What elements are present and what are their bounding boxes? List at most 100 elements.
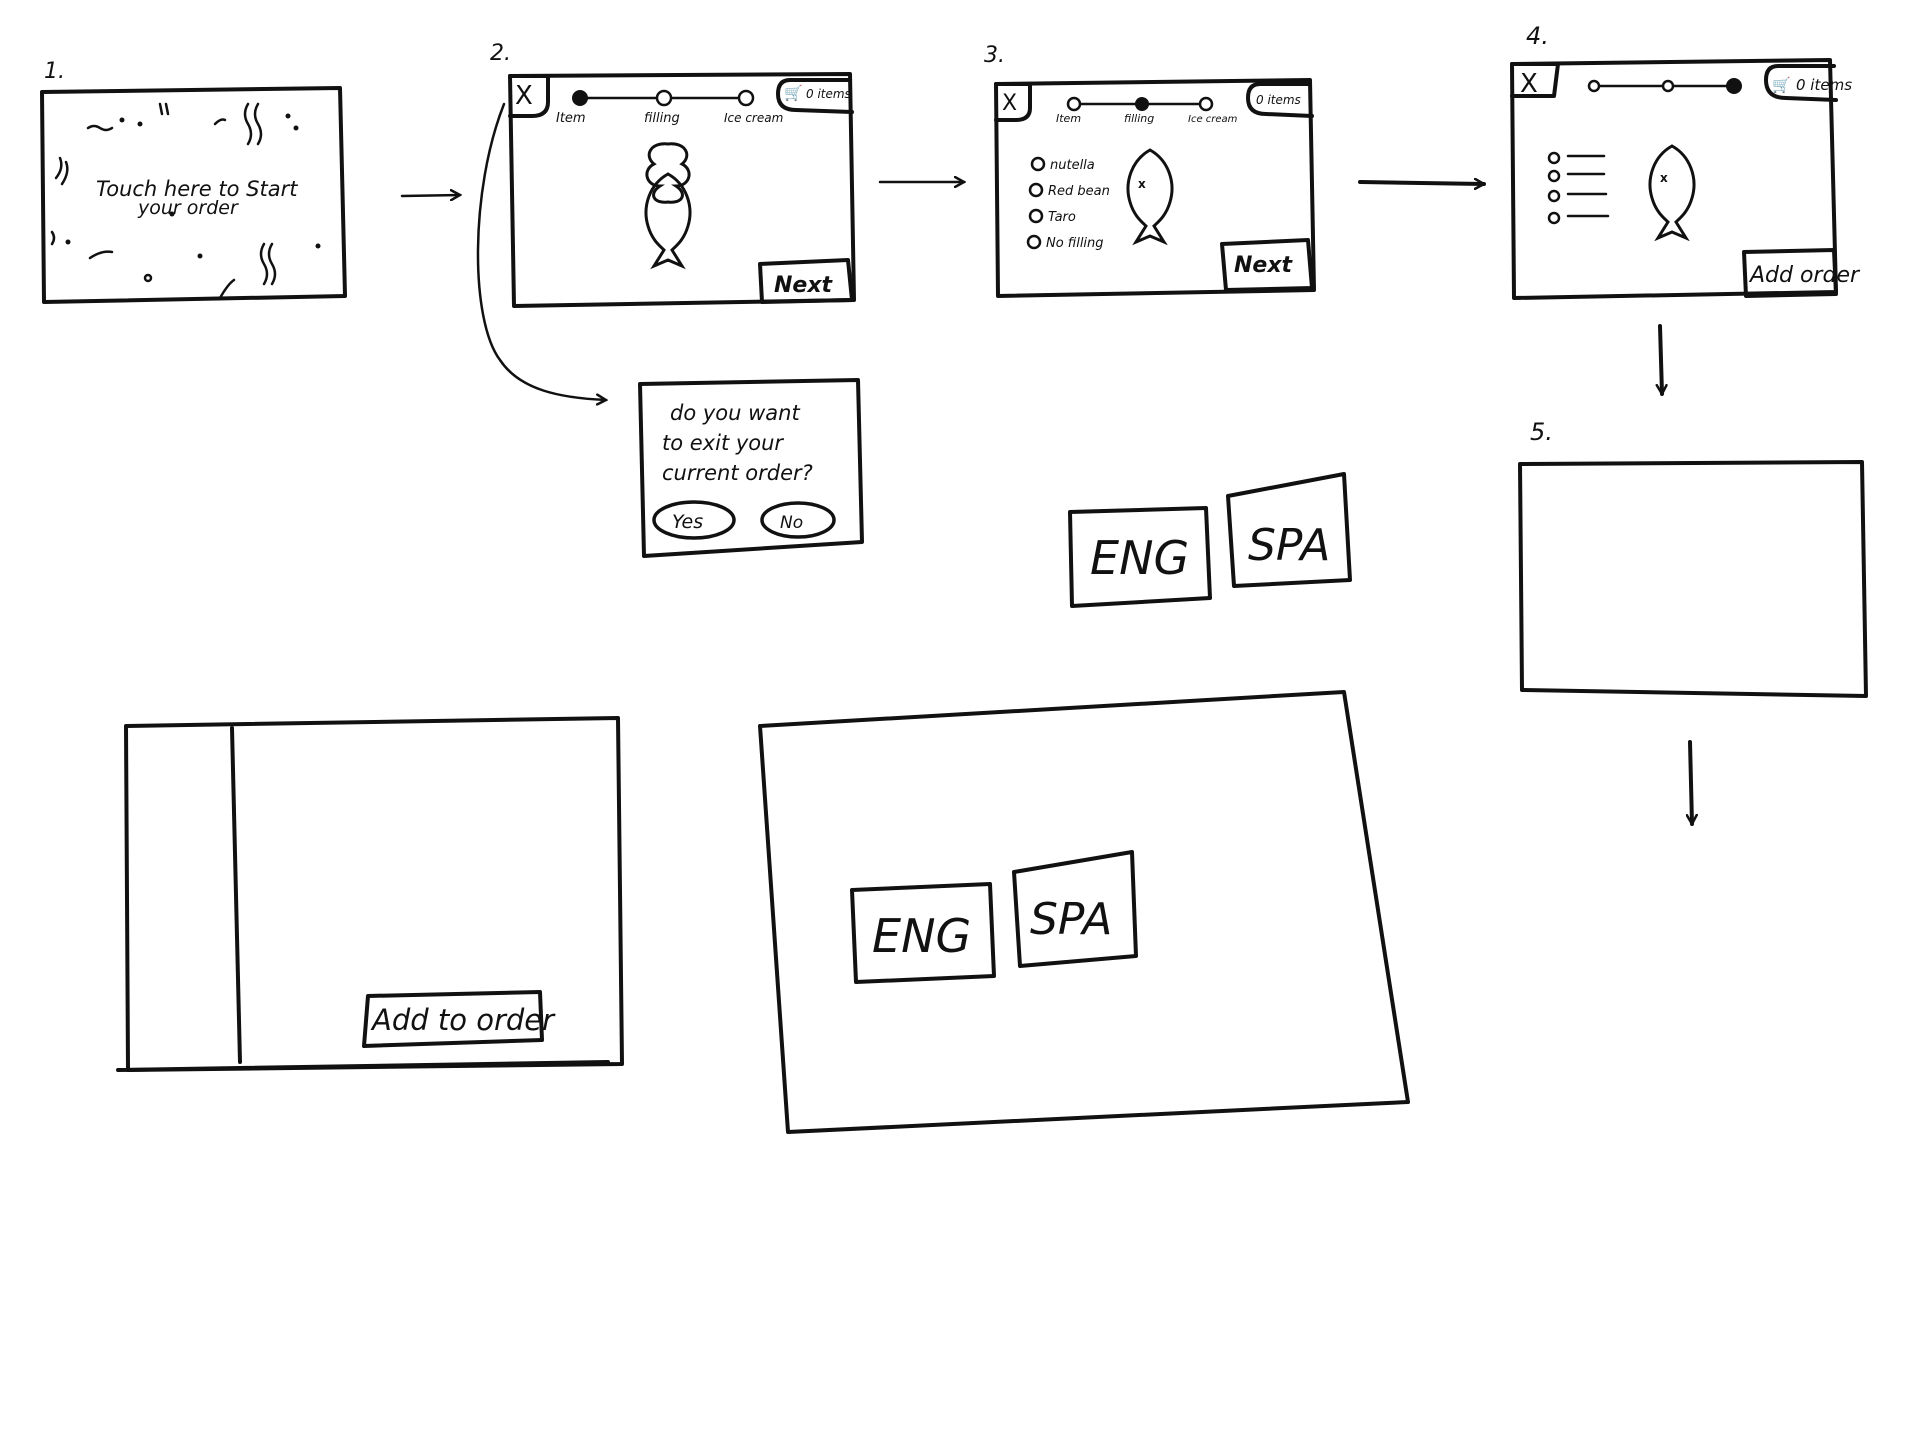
dialog-question-line2: to exit your	[662, 431, 784, 455]
dialog-question-line3: current order?	[662, 461, 813, 485]
cart-indicator[interactable]: 🛒 0 items	[1764, 64, 1852, 102]
step-dot	[1587, 79, 1601, 93]
step-dot	[1198, 96, 1214, 112]
screen-3-filling: 3. X Item filling Ice cream 0 items nute…	[984, 43, 1316, 298]
step-label-ice-cream: Ice cream	[1188, 114, 1238, 125]
progress-stepper: Item filling Ice cream	[556, 89, 783, 126]
option-no-filling[interactable]: No filling	[1026, 234, 1104, 251]
option-red-bean[interactable]: Red bean	[1028, 182, 1110, 199]
fish-image: x	[1648, 144, 1696, 240]
add-to-order-button[interactable]: Add to order	[362, 990, 556, 1048]
svg-text:x: x	[1138, 177, 1146, 191]
close-icon: X	[1002, 91, 1017, 116]
screen-3-number: 3.	[984, 43, 1005, 68]
language-select-screen: ENG SPA	[758, 690, 1410, 1134]
cart-count: 0 items	[806, 87, 851, 101]
start-prompt-line1: Touch here to Start	[96, 177, 298, 201]
screen-2-item: 2. X Item filling Ice cream 🛒 0 items Ne…	[490, 41, 856, 308]
step-label-filling: filling	[644, 111, 680, 126]
yes-label: Yes	[672, 511, 703, 533]
radio-button[interactable]	[1028, 182, 1044, 198]
option-label: Red bean	[1048, 184, 1110, 199]
next-button[interactable]: Next	[1220, 238, 1314, 292]
eng-button-large[interactable]: ENG	[850, 882, 996, 984]
screen-5-frame	[1518, 460, 1868, 698]
close-icon: X	[515, 81, 533, 111]
eng-label: ENG	[872, 909, 971, 963]
radio-button[interactable]	[1028, 208, 1044, 224]
step-dot-active	[572, 90, 588, 106]
no-button[interactable]: No	[760, 501, 836, 539]
dialog-question-line1: do you want	[670, 401, 800, 425]
language-selector-small: ENG SPA	[1068, 472, 1352, 608]
cart-indicator[interactable]: 0 items	[1246, 82, 1314, 118]
option-label: Taro	[1048, 210, 1076, 225]
flow-arrow-exit	[476, 102, 606, 400]
screen-3-frame	[994, 78, 1316, 298]
spa-button[interactable]: SPA	[1226, 472, 1352, 588]
option-nutella[interactable]: nutella	[1030, 156, 1095, 173]
step-label-ice-cream: Ice cream	[724, 111, 783, 125]
screen-2-number: 2.	[490, 41, 511, 66]
filling-options: nutella Red bean Taro No filling	[1026, 156, 1110, 251]
touch-to-start-area[interactable]: Touch here to Start your order	[46, 96, 342, 300]
svg-text:x: x	[1660, 171, 1668, 185]
cart-icon: 🛒	[1772, 76, 1791, 94]
next-label: Next	[1234, 253, 1294, 278]
add-order-button[interactable]: Add order	[1742, 248, 1861, 298]
fish-image: x	[1126, 148, 1174, 244]
close-button[interactable]: X	[994, 82, 1032, 122]
screen-4-number: 4.	[1526, 22, 1549, 50]
radio-button[interactable]	[1030, 156, 1046, 172]
spa-button-large[interactable]: SPA	[1012, 850, 1138, 968]
no-label: No	[780, 513, 803, 533]
eng-label: ENG	[1090, 531, 1189, 585]
step-dot	[655, 89, 673, 107]
option-label: No filling	[1046, 236, 1104, 251]
spa-label: SPA	[1248, 520, 1330, 571]
radio-button[interactable]	[1026, 234, 1042, 250]
screen-5-number: 5.	[1530, 418, 1553, 446]
progress-stepper: Item filling Ice cream	[1056, 96, 1238, 125]
next-button[interactable]: Next	[758, 258, 854, 304]
close-button[interactable]: X	[508, 74, 550, 118]
close-button[interactable]: X	[1510, 62, 1560, 99]
eng-button[interactable]: ENG	[1068, 506, 1212, 608]
step-label-item: Item	[1056, 112, 1081, 125]
option-taro[interactable]: Taro	[1028, 208, 1076, 225]
option-label: nutella	[1050, 158, 1095, 173]
close-icon: X	[1520, 69, 1538, 99]
flow-arrow-1-2	[400, 195, 460, 196]
fish-ice-cream-image	[644, 142, 692, 268]
cart-icon: 🛒	[784, 84, 803, 102]
detail-underline	[116, 1060, 610, 1072]
yes-button[interactable]: Yes	[652, 500, 736, 540]
spa-label: SPA	[1030, 894, 1112, 945]
flow-arrow-4-5	[1660, 324, 1662, 394]
step-dot	[1066, 96, 1082, 112]
screen-5-blank: 5.	[1518, 418, 1868, 698]
screen-1-start: 1.	[40, 59, 347, 304]
step-dot	[1661, 79, 1675, 93]
step-dot-active	[1726, 78, 1742, 94]
step-dot-active	[1135, 97, 1149, 111]
language-screen-frame	[758, 690, 1410, 1134]
detail-frame	[124, 716, 624, 1072]
flow-arrow-3-4	[1358, 182, 1484, 184]
add-order-label: Add order	[1748, 263, 1861, 288]
start-prompt-line2: your order	[137, 197, 239, 219]
step-label-filling: filling	[1124, 112, 1154, 125]
cart-indicator[interactable]: 🛒 0 items	[776, 78, 854, 114]
screen-4-review: 4. X 🛒 0 items x	[1510, 22, 1861, 300]
exit-confirm-dialog: do you want to exit your current order? …	[638, 378, 864, 558]
step-dot	[737, 89, 755, 107]
next-label: Next	[774, 273, 834, 298]
add-to-order-label: Add to order	[370, 1003, 556, 1037]
progress-stepper	[1587, 78, 1742, 94]
item-detail-screen: Add to order	[116, 716, 624, 1072]
decorative-doodles	[50, 102, 321, 300]
detail-sidebar-divider	[230, 726, 242, 1064]
flow-arrow-5-next	[1690, 740, 1692, 824]
order-summary-list	[1547, 151, 1610, 225]
